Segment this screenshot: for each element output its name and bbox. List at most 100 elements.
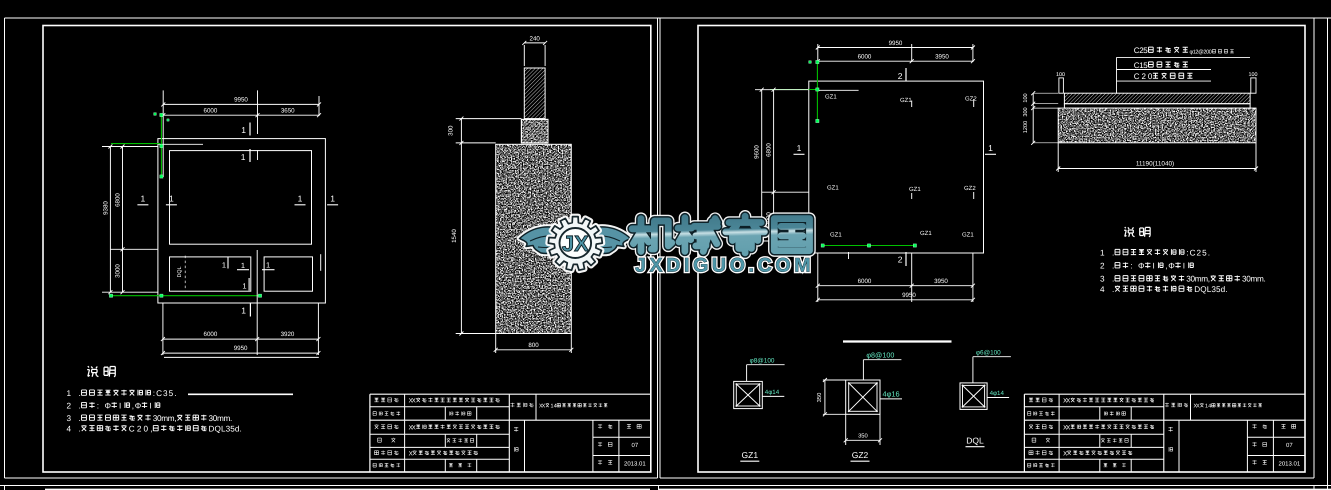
svg-text:1: 1 xyxy=(241,125,246,135)
svg-text:3000: 3000 xyxy=(115,264,122,278)
svg-text:4φ14: 4φ14 xyxy=(990,390,1005,397)
svg-text:6000: 6000 xyxy=(204,107,218,114)
svg-text:1: 1 xyxy=(242,282,246,291)
svg-text:9950: 9950 xyxy=(234,97,248,104)
svg-text:1: 1 xyxy=(988,143,993,153)
svg-text:GZ1: GZ1 xyxy=(920,230,932,237)
svg-text:6800: 6800 xyxy=(115,193,122,207)
svg-text:300: 300 xyxy=(1023,107,1029,116)
svg-text:,Φ: ,Φ xyxy=(1165,262,1175,271)
svg-text:9600: 9600 xyxy=(754,145,761,159)
svg-text:30mm,: 30mm, xyxy=(153,414,177,423)
svg-text:9950: 9950 xyxy=(902,292,916,299)
svg-text:1: 1 xyxy=(241,306,246,316)
svg-text:2013.01: 2013.01 xyxy=(624,461,646,468)
svg-text:X: X xyxy=(1063,450,1067,457)
svg-text:6000: 6000 xyxy=(858,278,872,285)
svg-text:1: 1 xyxy=(169,194,174,204)
svg-text:9950: 9950 xyxy=(889,40,903,47)
svg-text:φ8@100: φ8@100 xyxy=(750,358,775,365)
svg-text:DQL35d.: DQL35d. xyxy=(1194,285,1227,294)
svg-text:100: 100 xyxy=(1056,72,1065,78)
svg-text:350: 350 xyxy=(816,393,823,403)
svg-text:XX: XX xyxy=(409,398,416,405)
svg-text:300: 300 xyxy=(448,125,455,136)
svg-text:GZ2: GZ2 xyxy=(965,96,977,103)
svg-text:6000: 6000 xyxy=(858,53,872,60)
svg-text:GZ1: GZ1 xyxy=(909,186,921,193)
svg-text:1: 1 xyxy=(241,261,245,270)
svg-text:9380: 9380 xyxy=(103,201,110,215)
svg-text::C25.: :C25. xyxy=(1186,248,1210,257)
svg-text:XX: XX xyxy=(1063,424,1070,431)
svg-text:GZ1: GZ1 xyxy=(962,232,974,239)
svg-text:6800: 6800 xyxy=(766,143,773,157)
svg-text:1: 1 xyxy=(241,152,246,162)
svg-text:GZ1: GZ1 xyxy=(830,232,842,239)
svg-text:4φ14: 4φ14 xyxy=(765,389,780,396)
svg-text:GZ2: GZ2 xyxy=(964,185,976,192)
svg-text:XX: XX xyxy=(1063,398,1070,405)
svg-text:1540: 1540 xyxy=(451,229,458,243)
svg-text:14: 14 xyxy=(1205,404,1211,410)
svg-text:30mm,: 30mm, xyxy=(1186,275,1210,284)
svg-text:100: 100 xyxy=(1249,72,1258,78)
svg-text:4φ16: 4φ16 xyxy=(883,389,900,398)
svg-text:3950: 3950 xyxy=(935,53,949,60)
svg-text:1: 1 xyxy=(797,143,802,153)
svg-text:I: I xyxy=(119,402,121,411)
svg-text:240: 240 xyxy=(530,35,541,42)
svg-text:XX: XX xyxy=(539,404,546,410)
svg-text:30mm.: 30mm. xyxy=(1242,275,1266,284)
svg-text:1: 1 xyxy=(330,194,335,204)
svg-text:6000: 6000 xyxy=(204,331,218,338)
svg-text:3920: 3920 xyxy=(281,331,295,338)
svg-text:14: 14 xyxy=(550,404,556,410)
svg-text:1: 1 xyxy=(298,194,303,204)
svg-text:9950: 9950 xyxy=(234,345,248,352)
svg-text:GZ2: GZ2 xyxy=(852,450,869,460)
svg-text:X: X xyxy=(409,450,413,457)
svg-text:φ8@100: φ8@100 xyxy=(866,351,894,360)
svg-text:I: I xyxy=(149,402,151,411)
svg-text:GZ1: GZ1 xyxy=(825,94,837,101)
svg-text:DQL: DQL xyxy=(177,266,183,277)
svg-text:1: 1 xyxy=(222,261,226,270)
svg-text:: Φ: : Φ xyxy=(97,402,112,411)
svg-text:C25: C25 xyxy=(1134,46,1148,55)
svg-text:1: 1 xyxy=(266,261,270,270)
svg-text:C20,: C20, xyxy=(129,425,153,434)
svg-text:φ6@100: φ6@100 xyxy=(976,350,1001,357)
svg-text::C35.: :C35. xyxy=(153,389,177,398)
svg-text:100: 100 xyxy=(1023,93,1029,102)
svg-text:3950: 3950 xyxy=(934,278,948,285)
svg-text:2: 2 xyxy=(898,255,903,265)
svg-text:GZ1: GZ1 xyxy=(900,97,912,104)
svg-text:3650: 3650 xyxy=(281,107,295,114)
svg-text:I: I xyxy=(1183,262,1185,271)
svg-text:30mm.: 30mm. xyxy=(209,414,233,423)
svg-text:800: 800 xyxy=(528,342,539,349)
svg-text:JXDIGUO.COM: JXDIGUO.COM xyxy=(635,255,811,277)
svg-text:2: 2 xyxy=(898,71,903,81)
svg-text:,Φ: ,Φ xyxy=(132,402,142,411)
svg-text:XX: XX xyxy=(409,424,416,431)
svg-text:: Φ: : Φ xyxy=(1130,262,1145,271)
svg-text:I: I xyxy=(1153,262,1155,271)
svg-text:GZ1: GZ1 xyxy=(742,450,759,460)
svg-text:JX: JX xyxy=(562,231,589,256)
svg-text:C20: C20 xyxy=(1134,72,1153,81)
svg-text:C15: C15 xyxy=(1134,61,1148,70)
svg-text:1200: 1200 xyxy=(1023,121,1029,133)
svg-text:07: 07 xyxy=(1286,442,1293,449)
svg-text:350: 350 xyxy=(858,433,868,440)
svg-text:GZ1: GZ1 xyxy=(827,185,839,192)
svg-text:DQL35d.: DQL35d. xyxy=(209,425,242,434)
svg-text:XX: XX xyxy=(1194,404,1201,410)
svg-text:φ12@200: φ12@200 xyxy=(1190,50,1212,56)
svg-text:2013.01: 2013.01 xyxy=(1278,461,1300,468)
svg-text:11190(11040): 11190(11040) xyxy=(1136,161,1174,168)
svg-text:07: 07 xyxy=(632,442,639,449)
svg-text:DQL: DQL xyxy=(966,436,984,446)
svg-text:1: 1 xyxy=(141,194,146,204)
